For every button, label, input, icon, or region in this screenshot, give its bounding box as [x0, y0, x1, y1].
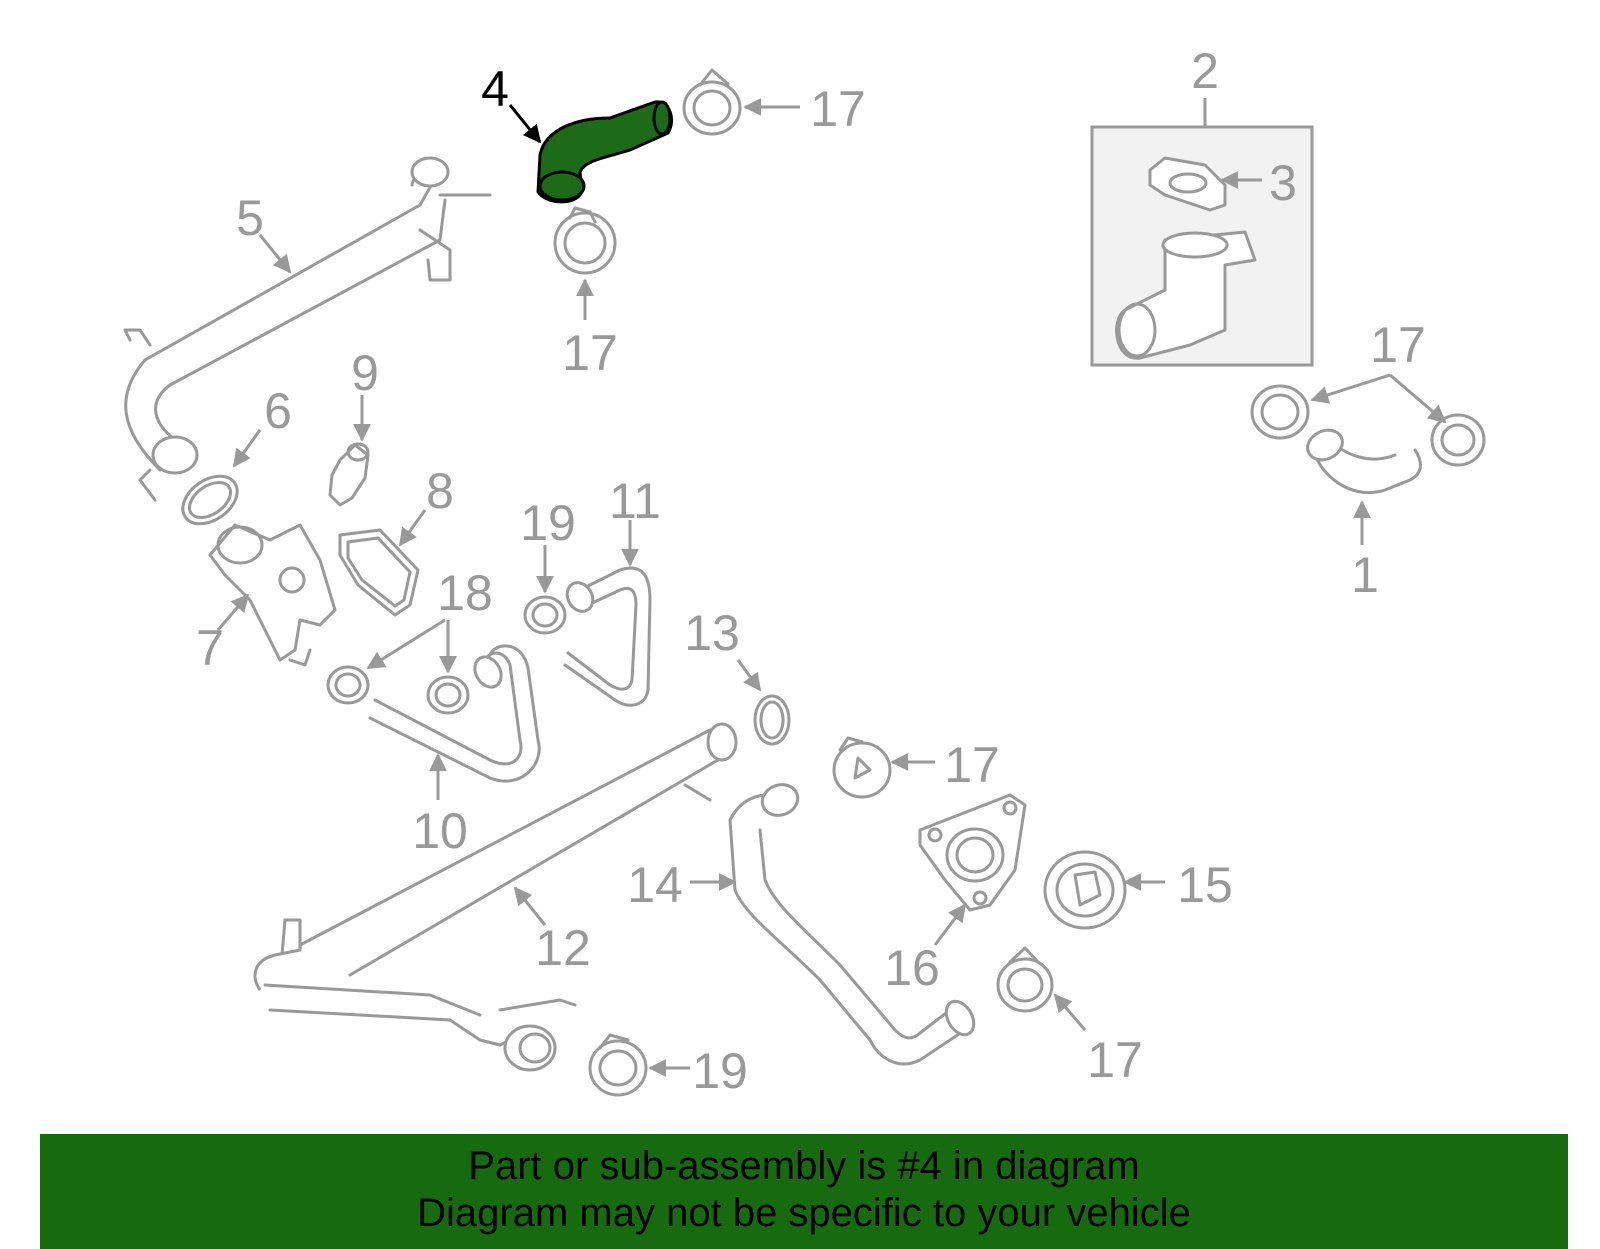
- part-11-hose[interactable]: [562, 566, 652, 707]
- callout-14: 14: [627, 857, 683, 913]
- callout-13: 13: [684, 605, 740, 661]
- callout-1: 1: [1351, 547, 1379, 603]
- callout-4: 4: [481, 61, 509, 117]
- callout-17b: 17: [562, 325, 618, 381]
- leader-4: [508, 104, 542, 144]
- part-17-clamp-mid[interactable]: [832, 736, 892, 799]
- callout-6: 6: [264, 383, 292, 439]
- callout-8: 8: [426, 463, 454, 519]
- part-5-pipe[interactable]: [123, 156, 492, 502]
- part-12-pipe[interactable]: [253, 722, 738, 1072]
- leader-12: [513, 886, 547, 926]
- part-2-assembly-box[interactable]: [1090, 125, 1314, 367]
- part-17-clamp-top-right[interactable]: [682, 68, 742, 136]
- leader-6: [232, 429, 262, 468]
- leader-8: [398, 509, 427, 547]
- leader-17d: [1053, 993, 1087, 1031]
- part-19-clamp-lower[interactable]: [588, 1033, 648, 1097]
- part-17-clamp-lower-right[interactable]: [996, 946, 1054, 1013]
- callout-5: 5: [236, 190, 264, 246]
- banner-line-2: Diagram may not be specific to your vehi…: [417, 1191, 1191, 1235]
- part-14-hose[interactable]: [728, 780, 979, 1066]
- leader-18a: [366, 618, 446, 670]
- part-15-thermostat[interactable]: [1043, 850, 1127, 930]
- leader-17e-b: [1389, 373, 1447, 424]
- part-4-hose[interactable]: [536, 100, 673, 204]
- leader-17e-a: [1310, 373, 1391, 404]
- part-17-clamp-right-b[interactable]: [1430, 413, 1486, 467]
- leader-5: [258, 234, 292, 274]
- callout-19b: 19: [692, 1043, 748, 1099]
- callout-2: 2: [1191, 43, 1219, 99]
- callout-19a: 19: [520, 495, 576, 551]
- leader-16: [933, 903, 967, 946]
- part-18-clamp-right[interactable]: [426, 675, 470, 715]
- leader-7: [216, 593, 250, 631]
- banner-line-1: Part or sub-assembly is #4 in diagram: [468, 1144, 1140, 1188]
- part-19-clamp-upper[interactable]: [523, 595, 567, 635]
- part-6-o-ring[interactable]: [174, 466, 246, 533]
- callout-17a: 17: [810, 81, 866, 137]
- callout-16: 16: [884, 940, 940, 996]
- part-8-gasket[interactable]: [338, 528, 420, 617]
- callout-11: 11: [609, 473, 661, 529]
- callout-18: 18: [437, 565, 493, 621]
- part-16-plate[interactable]: [918, 793, 1027, 912]
- leader-13: [736, 659, 762, 692]
- callout-12: 12: [535, 920, 591, 976]
- part-7-housing[interactable]: [208, 523, 337, 667]
- info-banner: Part or sub-assembly is #4 in diagram Di…: [40, 1134, 1568, 1249]
- part-17-clamp-below-4[interactable]: [553, 206, 617, 275]
- part-18-clamp-left[interactable]: [326, 665, 370, 705]
- callout-17c: 17: [944, 737, 1000, 793]
- callout-15: 15: [1177, 857, 1233, 913]
- callout-17d: 17: [1087, 1032, 1143, 1088]
- parts-diagram: 4 17 17 5 6 7: [123, 43, 1486, 1099]
- part-17-clamp-right-a[interactable]: [1250, 384, 1310, 440]
- callout-7: 7: [196, 620, 224, 676]
- callout-9: 9: [351, 345, 379, 401]
- part-1-hose[interactable]: [1303, 425, 1422, 495]
- callout-3: 3: [1269, 155, 1297, 211]
- callout-10: 10: [412, 803, 468, 859]
- part-13-o-ring[interactable]: [753, 694, 791, 746]
- part-10-hose[interactable]: [368, 644, 541, 783]
- callout-17e: 17: [1370, 317, 1426, 373]
- part-9-sensor[interactable]: [328, 442, 370, 507]
